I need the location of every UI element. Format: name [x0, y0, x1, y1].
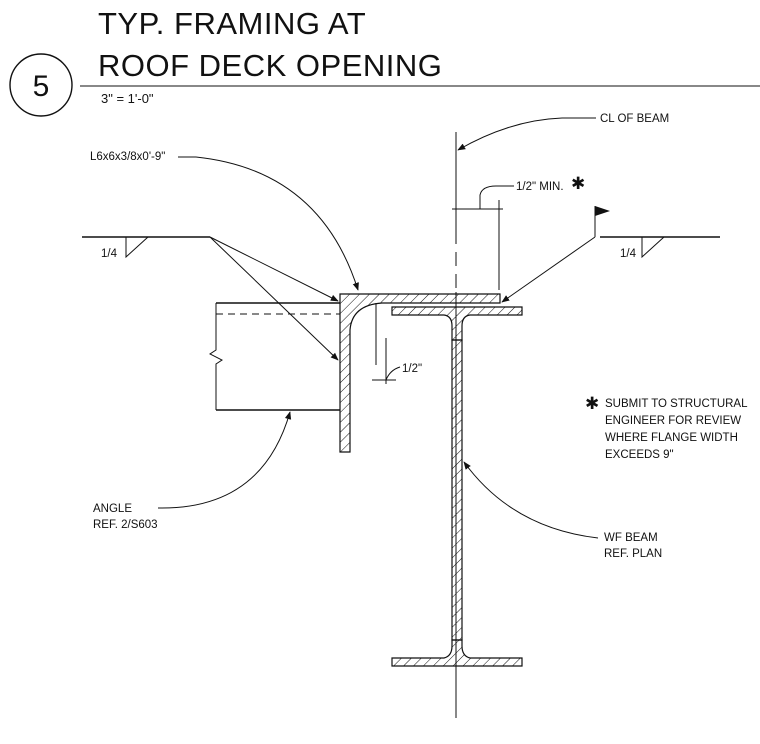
note-line-2: ENGINEER FOR REVIEW: [605, 415, 741, 427]
detail-number-bubble: [9, 53, 73, 117]
detail-title-line-2: ROOF DECK OPENING: [98, 48, 442, 83]
centerline-leader: [457, 117, 563, 151]
clip-angle: [339, 293, 501, 453]
beam-top-flange: [391, 306, 523, 341]
slope-indicator-left: [125, 236, 149, 259]
beam-ref-line-1: WF BEAM: [604, 532, 658, 544]
beam-ref-line-2: REF. PLAN: [604, 548, 662, 560]
slope-indicator-right: [641, 236, 665, 259]
note-line-3: WHERE FLANGE WIDTH: [605, 432, 738, 444]
note-line-4: EXCEEDS 9": [605, 449, 674, 461]
half-inch-leader: [385, 366, 401, 381]
roof-deck: 1/4 1/4: [82, 236, 720, 260]
break-line: [209, 303, 223, 410]
slope-label-right: 1/4: [620, 248, 637, 260]
structural-note: ✱ SUBMIT TO STRUCTURAL ENGINEER FOR REVI…: [585, 394, 748, 461]
note-marker-top: ✱: [571, 174, 585, 193]
beam-bottom-flange: [391, 639, 523, 667]
centerline-label: CL OF BEAM: [600, 113, 669, 125]
angle-size-label: L6x6x3/8x0'-9": [90, 151, 165, 163]
leaders: CL OF BEAM L6x6x3/8x0'-9" 1/2" MIN. ✱ 1/…: [90, 113, 669, 560]
detail-number: 5: [33, 70, 50, 103]
weld-leader-right: [501, 236, 596, 303]
half-inch-label: 1/2": [402, 363, 422, 375]
field-weld-flag-icon: [595, 206, 610, 216]
half-inch-min-label: 1/2" MIN.: [516, 181, 564, 193]
wf-beam: [391, 306, 523, 667]
detail-scale: 3" = 1'-0": [101, 91, 154, 106]
weld-leader-1: [209, 236, 339, 302]
note-marker: ✱: [585, 394, 599, 413]
angle-size-leader: [195, 156, 359, 291]
angle-section: [339, 293, 501, 453]
angle-ref-leader: [157, 411, 292, 509]
angle-ref-line-2: REF. 2/S603: [93, 519, 158, 531]
beam-web: [451, 339, 463, 641]
edge-member: [209, 302, 340, 411]
dim-leader: [479, 185, 514, 209]
note-line-1: SUBMIT TO STRUCTURAL: [605, 398, 748, 410]
slope-label-left: 1/4: [101, 248, 118, 260]
detail-title-line-1: TYP. FRAMING AT: [98, 6, 366, 41]
beam-ref-leader: [463, 461, 599, 539]
weld-leader-2: [209, 236, 339, 361]
title-block: 5 TYP. FRAMING AT ROOF DECK OPENING 3" =…: [9, 6, 760, 117]
angle-ref-line-1: ANGLE: [93, 503, 132, 515]
